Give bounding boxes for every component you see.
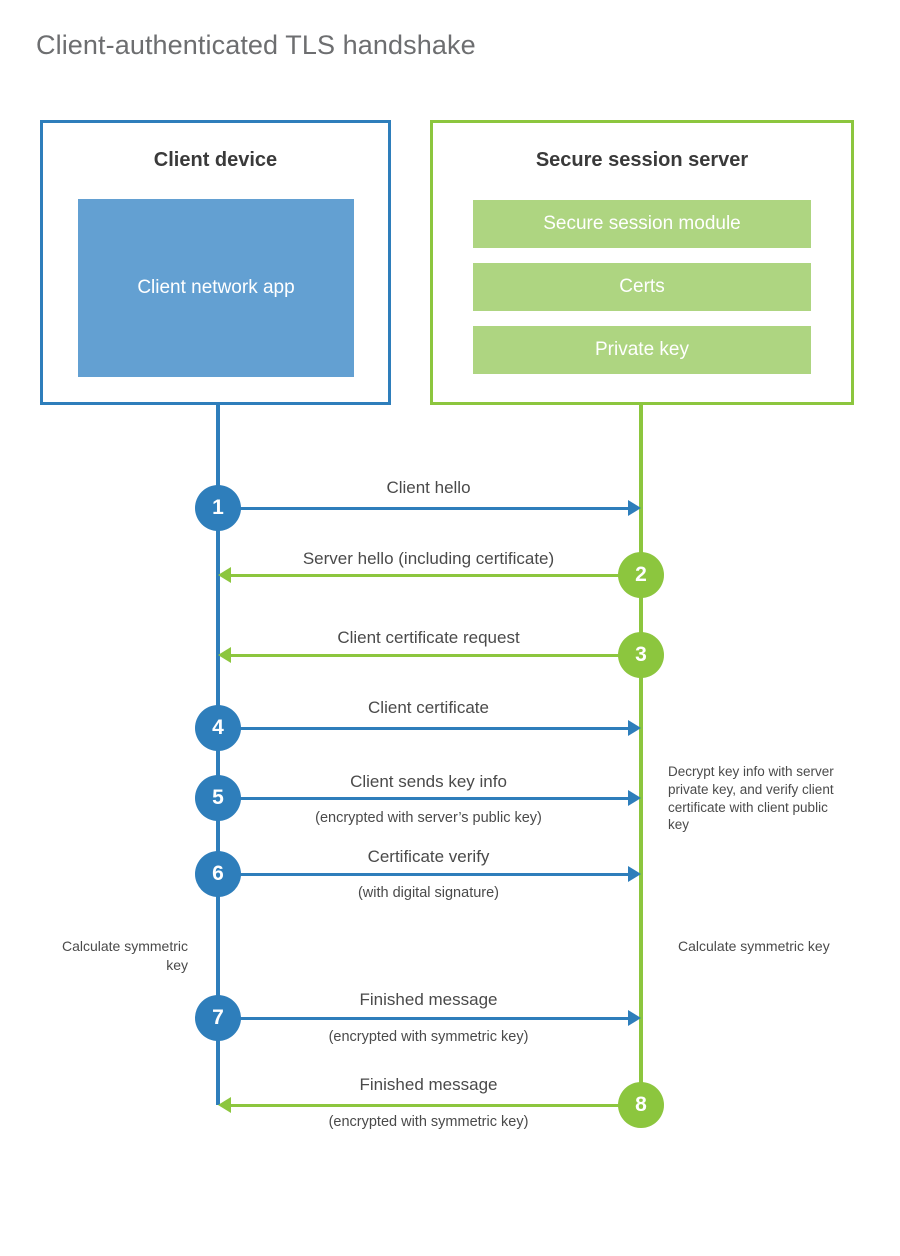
secure-session-server-title: Secure session server <box>535 149 749 171</box>
client-lifeline <box>216 405 220 1105</box>
step-7-sublabel: (encrypted with symmetric key) <box>328 1029 529 1045</box>
step-8-label: Finished message <box>359 1075 498 1094</box>
step-5-arrow-line <box>218 797 628 800</box>
step-2-arrow-line <box>231 574 641 577</box>
server-component-secure-session-module: Secure session module <box>473 200 811 248</box>
step-6-arrowhead <box>628 866 641 882</box>
server-component-private-key: Private key <box>473 326 811 374</box>
step-7-marker[interactable]: 7 <box>195 995 241 1041</box>
client-calculate-symmetric-key-note: Calculate symmetric key <box>61 938 188 973</box>
step-4-arrow-line <box>218 727 628 730</box>
step-1-label: Client hello <box>386 478 471 497</box>
step-4-arrowhead <box>628 720 641 736</box>
step-2-arrowhead <box>218 567 231 583</box>
step-1-arrowhead <box>628 500 641 516</box>
server-calculate-symmetric-key-note: Calculate symmetric key <box>678 938 830 954</box>
step-5-sublabel: (encrypted with server’s public key) <box>315 810 542 826</box>
client-device-box: Client device Client network app <box>40 120 391 405</box>
step-2-label: Server hello (including certificate) <box>302 549 555 568</box>
step-3-arrow-line <box>231 654 641 657</box>
step-5-label: Client sends key info <box>350 772 507 791</box>
client-device-title: Client device <box>153 149 278 171</box>
server-lifeline <box>639 405 643 1105</box>
server-component-certs: Certs <box>473 263 811 311</box>
step-8-marker[interactable]: 8 <box>618 1082 664 1128</box>
step-3-label: Client certificate request <box>337 628 520 647</box>
step-8-arrowhead <box>218 1097 231 1113</box>
step-2-marker[interactable]: 2 <box>618 552 664 598</box>
step-6-label: Certificate verify <box>367 847 490 866</box>
step-7-arrow-line <box>218 1017 628 1020</box>
step-1-arrow-line <box>218 507 628 510</box>
client-network-app-block: Client network app <box>78 199 354 377</box>
step-1-marker[interactable]: 1 <box>195 485 241 531</box>
step-8-sublabel: (encrypted with symmetric key) <box>328 1114 529 1130</box>
step-7-label: Finished message <box>359 990 498 1009</box>
step-3-marker[interactable]: 3 <box>618 632 664 678</box>
page-title: Client-authenticated TLS handshake <box>36 30 476 60</box>
step-5-arrowhead <box>628 790 641 806</box>
step-3-arrowhead <box>218 647 231 663</box>
step-6-arrow-line <box>218 873 628 876</box>
step-4-label: Client certificate <box>368 698 489 717</box>
step-6-marker[interactable]: 6 <box>195 851 241 897</box>
server-decrypt-note: Decrypt key info with server private key… <box>668 764 834 833</box>
step-8-arrow-line <box>231 1104 641 1107</box>
step-6-sublabel: (with digital signature) <box>357 885 500 901</box>
secure-session-server-box: Secure session server Secure session mod… <box>430 120 854 405</box>
step-7-arrowhead <box>628 1010 641 1026</box>
step-4-marker[interactable]: 4 <box>195 705 241 751</box>
step-5-marker[interactable]: 5 <box>195 775 241 821</box>
